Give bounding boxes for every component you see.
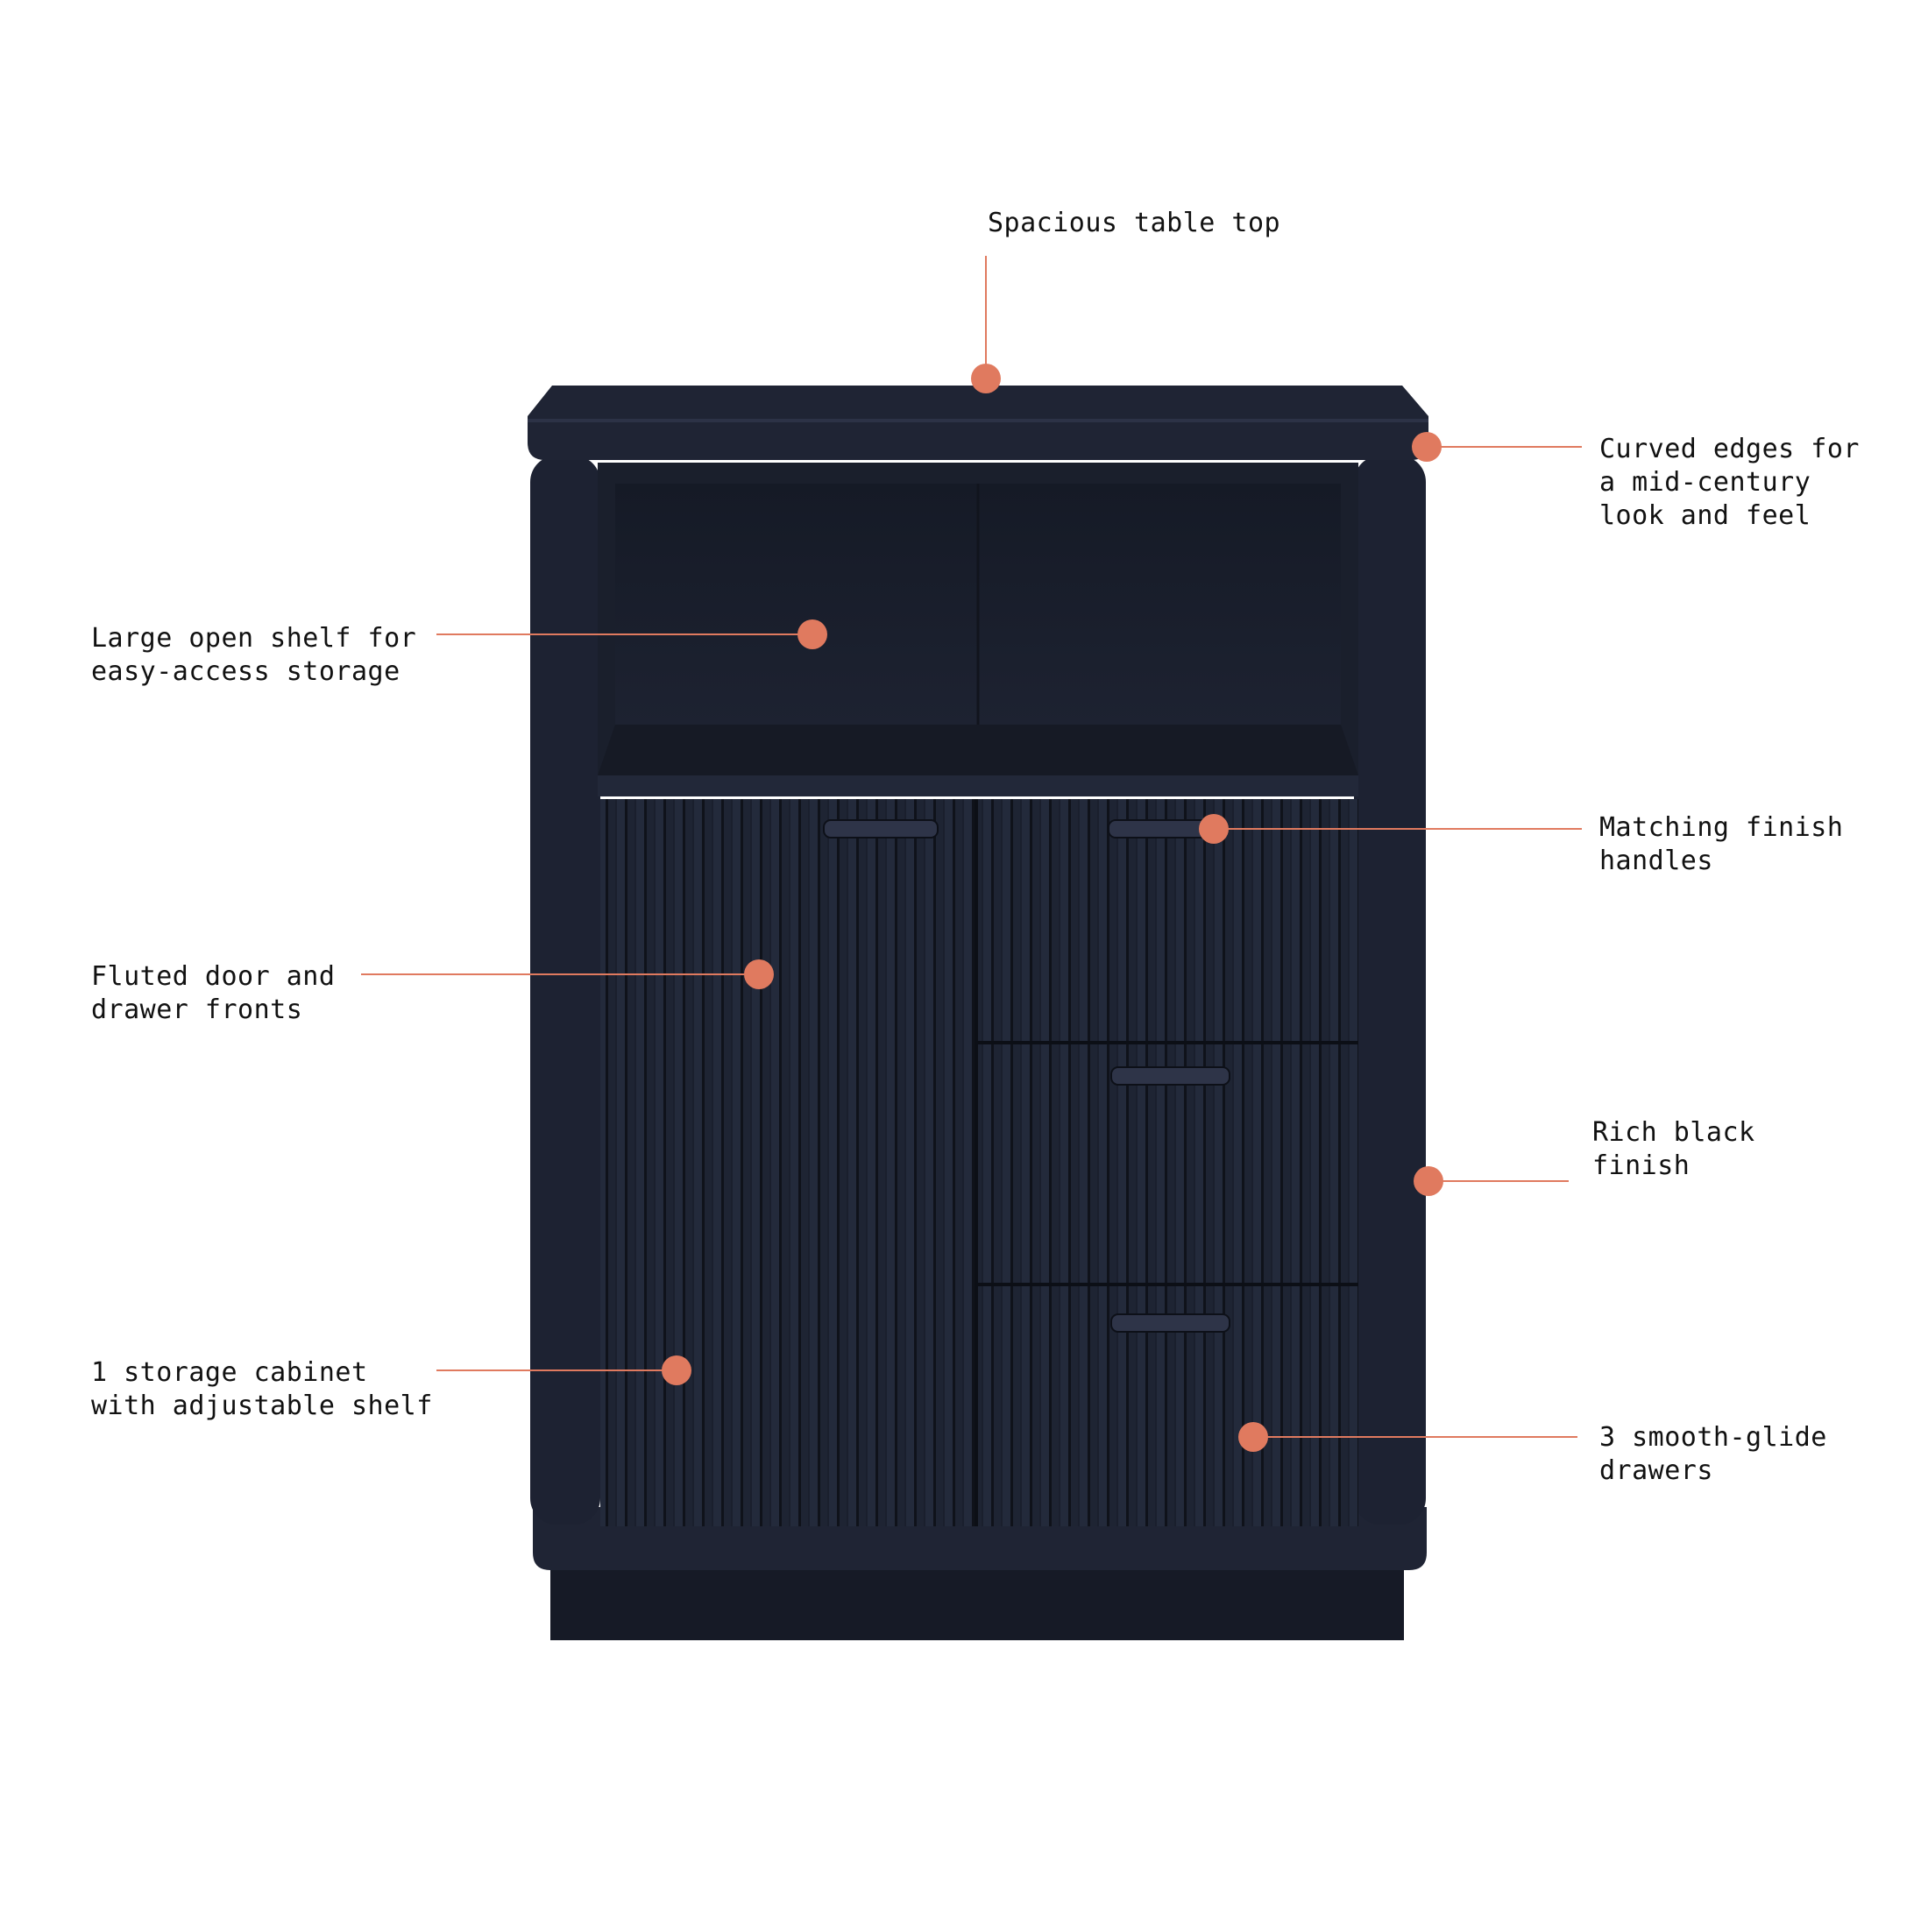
callout-dot bbox=[971, 364, 1001, 393]
callout-label-line: Fluted door and bbox=[91, 961, 336, 992]
cabinet-left-post bbox=[530, 456, 600, 1525]
drawer-2-handle bbox=[1110, 1066, 1230, 1086]
callout-dot bbox=[797, 619, 827, 649]
callout-label-table-top: Spacious table top bbox=[988, 207, 1280, 240]
callout-label-line: with adjustable shelf bbox=[91, 1391, 433, 1421]
callout-dot bbox=[1414, 1166, 1443, 1196]
cabinet-table-top bbox=[528, 386, 1428, 460]
cabinet-plinth bbox=[550, 1568, 1404, 1640]
callout-dot bbox=[1412, 432, 1442, 462]
door-handle bbox=[823, 819, 939, 839]
callout-label-line: Spacious table top bbox=[988, 208, 1281, 238]
callout-label-line: look and feel bbox=[1599, 500, 1811, 531]
callout-label-line: drawer fronts bbox=[91, 994, 303, 1025]
callout-label-line: 1 storage cabinet bbox=[91, 1357, 368, 1388]
callout-label-line: Matching finish bbox=[1599, 812, 1844, 843]
callout-label-line: Rich black bbox=[1592, 1117, 1755, 1148]
open-shelf-floor bbox=[598, 725, 1358, 775]
drawer-3-handle bbox=[1110, 1313, 1230, 1333]
callout-label-line: finish bbox=[1592, 1150, 1691, 1181]
shelf-divider bbox=[598, 775, 1358, 796]
fluted-door bbox=[600, 799, 975, 1526]
callout-label-line: handles bbox=[1599, 846, 1713, 876]
cabinet-top-edge bbox=[528, 419, 1428, 422]
callout-label-line: Large open shelf for bbox=[91, 623, 417, 654]
callout-label-line: a mid-century bbox=[1599, 467, 1811, 498]
callout-label-line: 3 smooth-glide bbox=[1599, 1422, 1827, 1453]
callout-label-line: drawers bbox=[1599, 1455, 1713, 1486]
callout-label-line: Curved edges for bbox=[1599, 434, 1860, 464]
cabinet-right-post bbox=[1354, 456, 1426, 1525]
callout-dot bbox=[744, 959, 774, 989]
callout-label-line: easy-access storage bbox=[91, 656, 400, 687]
drawer-1 bbox=[978, 799, 1358, 1041]
callout-dot bbox=[1199, 814, 1229, 844]
callout-dot bbox=[662, 1355, 691, 1385]
callout-dot bbox=[1238, 1422, 1268, 1452]
